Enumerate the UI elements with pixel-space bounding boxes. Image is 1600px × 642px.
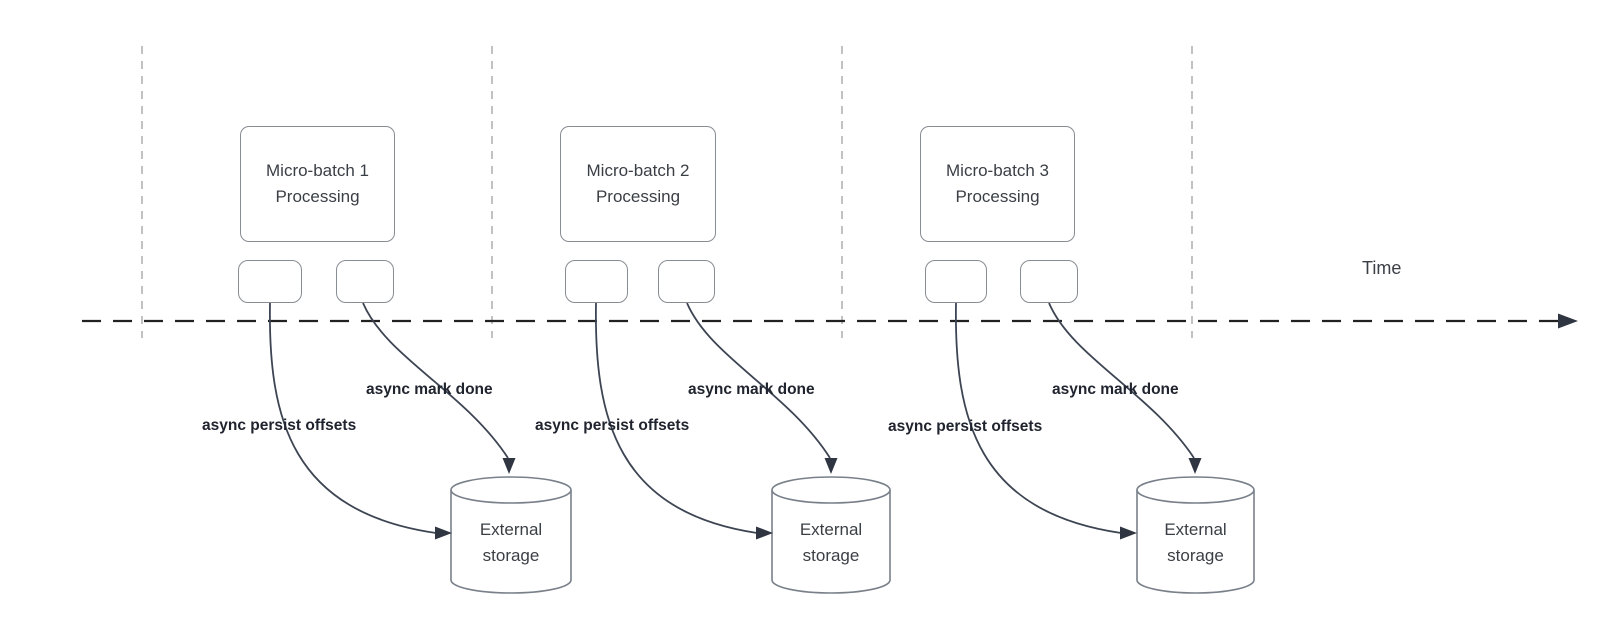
mark-done-label-1: async mark done <box>366 381 493 398</box>
time-axis-label: Time <box>1362 258 1402 278</box>
micro-batch-2-offset-box <box>565 260 628 303</box>
external-storage-label-1: External storage <box>479 520 543 565</box>
cylinder-top-rim <box>450 476 572 504</box>
external-storage-label-2: External storage <box>799 520 863 565</box>
micro-batch-1-done-box <box>336 260 394 303</box>
external-storage-label-3: External storage <box>1164 520 1227 565</box>
mark-done-arrow-1 <box>362 302 509 459</box>
cylinder-top-rim <box>1136 476 1255 504</box>
micro-batch-1-label: Micro-batch 1 Processing <box>266 161 369 206</box>
external-storage-cylinder-3 <box>1136 476 1255 594</box>
micro-batch-1-box: Micro-batch 1 Processing <box>240 126 395 242</box>
mark-done-label-3: async mark done <box>1052 381 1179 398</box>
mark-done-arrowhead-icon-3 <box>1188 458 1202 474</box>
external-storage-cylinder-1 <box>450 476 572 594</box>
micro-batch-1-offset-box <box>238 260 302 303</box>
persist-offsets-label-3: async persist offsets <box>888 418 1043 435</box>
external-storage-cylinder-2 <box>771 476 891 594</box>
micro-batch-3-done-box <box>1020 260 1078 303</box>
mark-done-arrow-3 <box>1048 302 1195 459</box>
cylinder-body <box>771 490 891 594</box>
persist-arrowhead-icon-2 <box>756 526 773 540</box>
cylinder-top-rim <box>771 476 891 504</box>
persist-arrowhead-icon-3 <box>1120 526 1137 540</box>
persist-offsets-arrow-3 <box>955 302 1122 534</box>
mark-done-arrowhead-icon-2 <box>824 458 838 474</box>
time-axis-arrowhead-icon <box>1558 313 1578 329</box>
cylinder-body <box>450 490 572 594</box>
micro-batch-2-label: Micro-batch 2 Processing <box>586 161 690 206</box>
mark-done-arrow-2 <box>686 302 831 459</box>
persist-offsets-label-2: async persist offsets <box>535 417 690 434</box>
cylinder-body <box>1136 490 1255 594</box>
micro-batch-2-done-box <box>658 260 715 303</box>
persist-offsets-arrow-1 <box>269 302 437 534</box>
persist-offsets-arrow-2 <box>595 302 758 534</box>
persist-arrowhead-icon-1 <box>435 526 452 540</box>
micro-batch-3-offset-box <box>925 260 987 303</box>
micro-batch-3-label: Micro-batch 3 Processing <box>946 161 1049 206</box>
mark-done-label-2: async mark done <box>688 381 815 398</box>
micro-batch-2-box: Micro-batch 2 Processing <box>560 126 716 242</box>
persist-offsets-label-1: async persist offsets <box>202 417 357 434</box>
micro-batch-3-box: Micro-batch 3 Processing <box>920 126 1075 242</box>
mark-done-arrowhead-icon-1 <box>502 458 516 474</box>
